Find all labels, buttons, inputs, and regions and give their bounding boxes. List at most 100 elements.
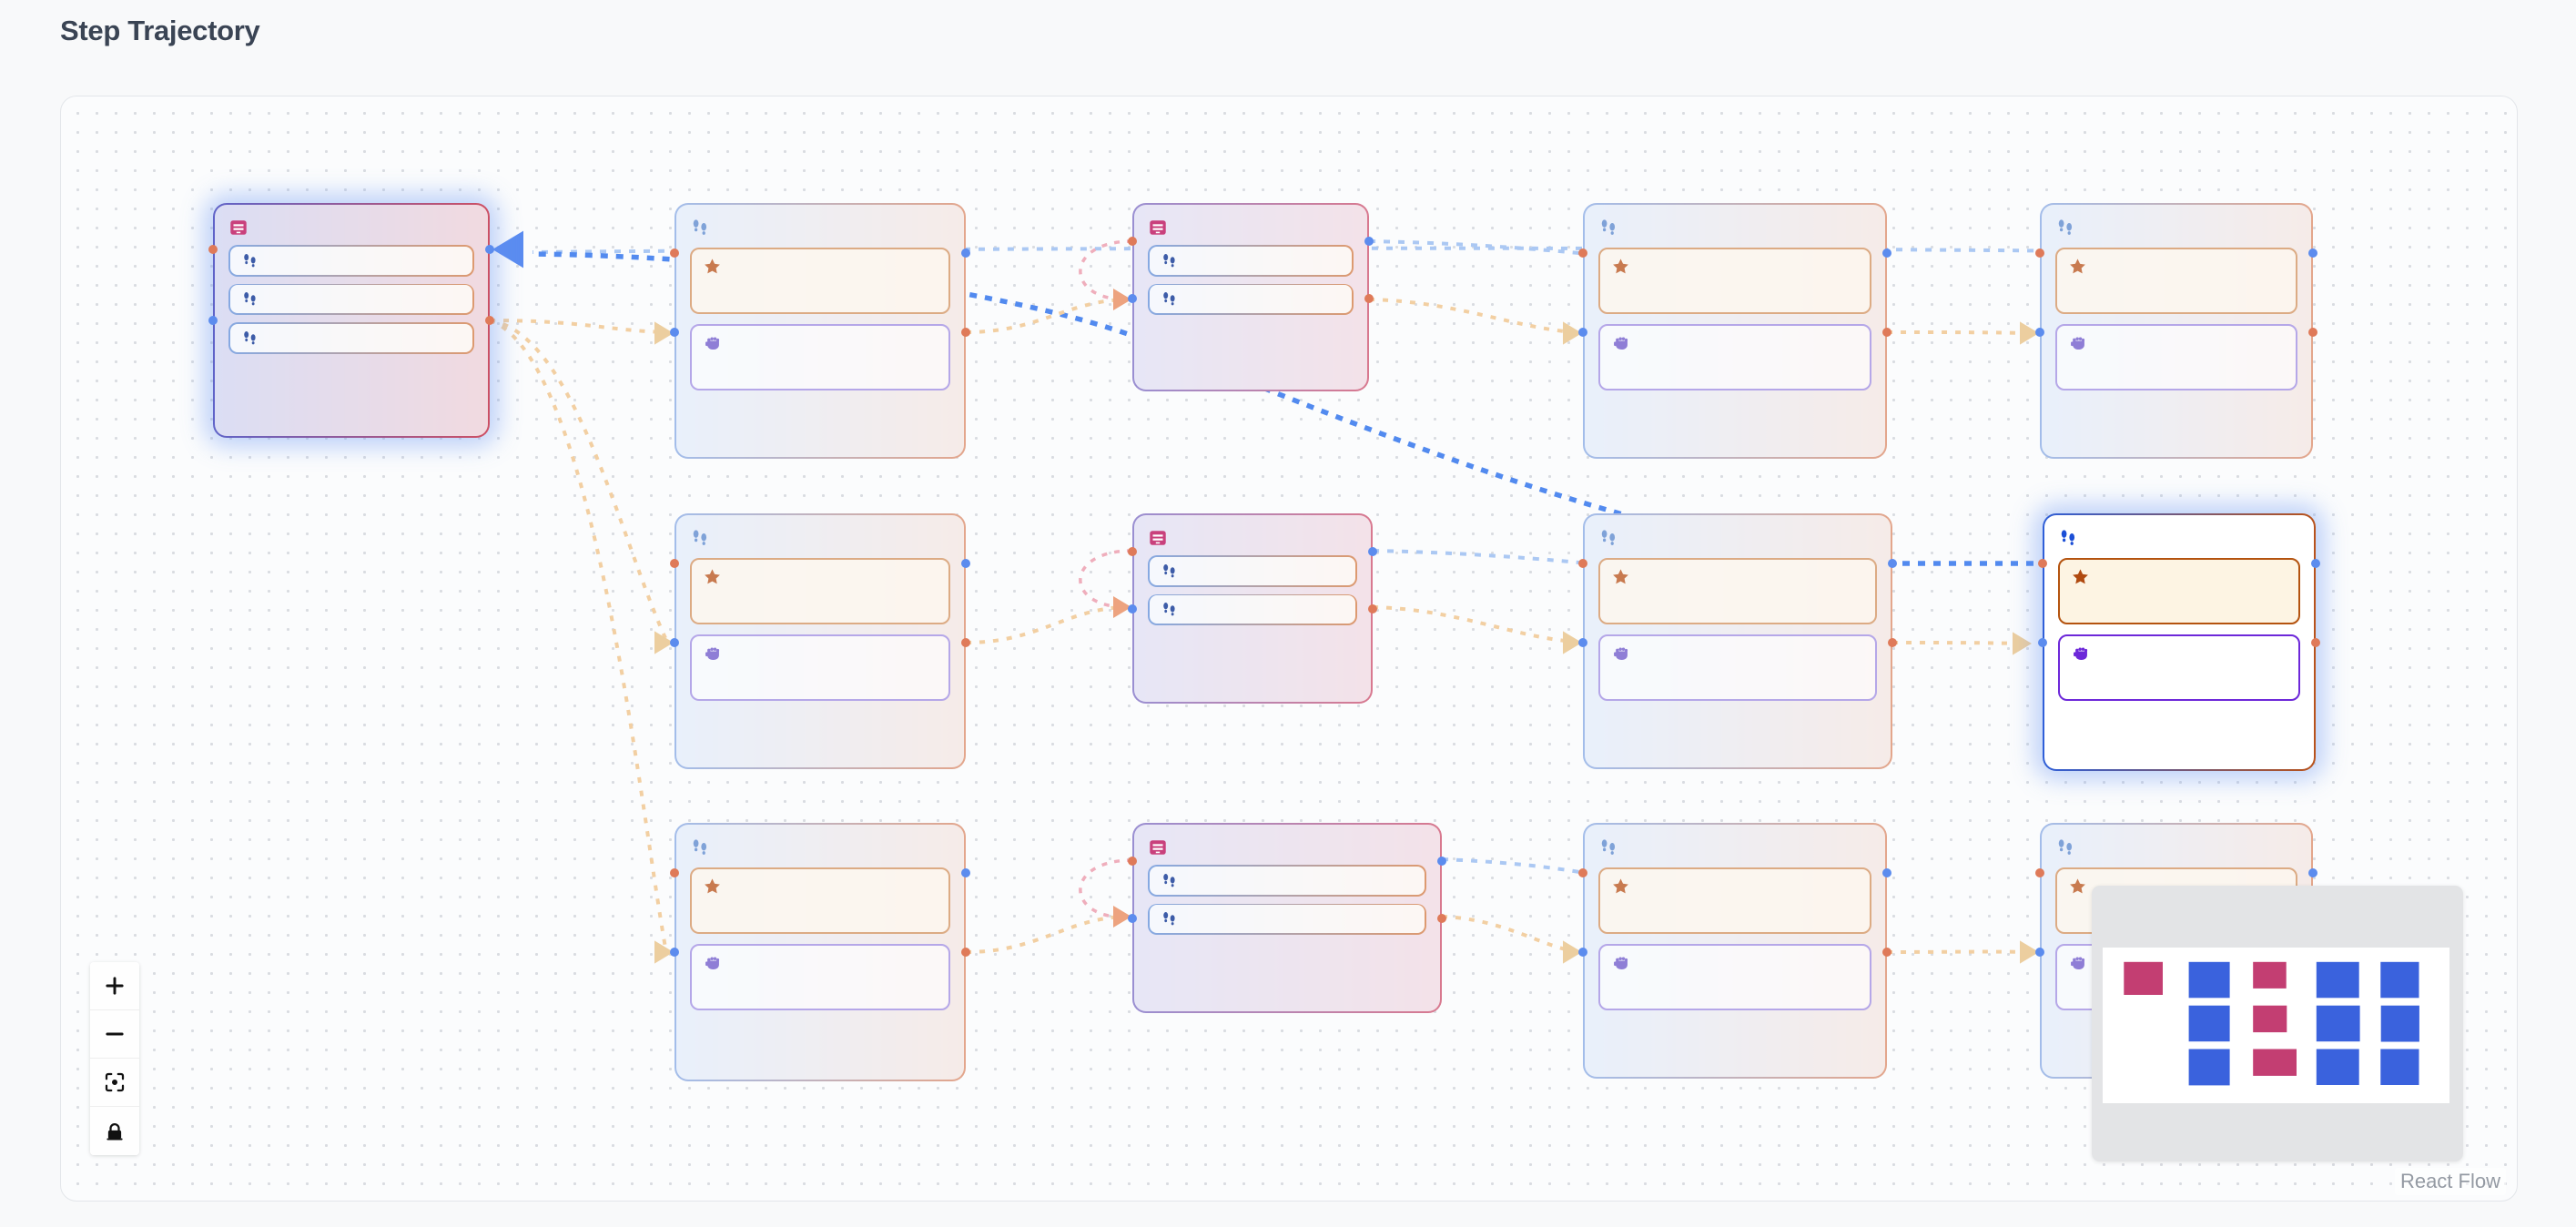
step-node[interactable] [670,823,970,1081]
sub-step-chip[interactable] [1148,903,1426,936]
source-handle[interactable] [1368,547,1377,556]
target-handle[interactable] [961,638,970,647]
hand-fist-icon [1614,647,1628,661]
target-handle[interactable] [1128,857,1137,866]
source-handle[interactable] [2311,559,2320,568]
target-handle[interactable] [1437,914,1446,923]
source-handle[interactable] [1578,638,1587,647]
zoom-in-button[interactable] [90,962,139,1010]
flow-minimap[interactable] [2092,886,2463,1161]
events-box[interactable] [2055,248,2297,314]
source-handle[interactable] [485,245,494,254]
source-handle[interactable] [961,868,970,877]
target-handle[interactable] [1128,237,1137,246]
toggle-interactivity-button[interactable] [90,1107,139,1155]
zoom-out-button[interactable] [90,1010,139,1059]
events-box[interactable] [2058,558,2300,624]
target-handle[interactable] [208,245,218,254]
source-handle[interactable] [1437,857,1446,866]
footprints-icon [1163,603,1175,616]
step-node[interactable] [670,203,970,459]
sub-step-chip[interactable] [1148,555,1357,587]
flow-edge [1441,857,1580,874]
source-handle[interactable] [2038,638,2047,647]
edge-arrowhead [1113,906,1131,928]
grouped-steps-node[interactable] [1128,823,1446,1013]
target-handle[interactable] [1578,868,1587,877]
source-handle[interactable] [670,948,679,957]
grouped-steps-node[interactable] [1128,513,1377,704]
target-handle[interactable] [1882,948,1891,957]
source-handle[interactable] [961,559,970,568]
target-handle[interactable] [1368,604,1377,614]
source-handle[interactable] [1882,248,1891,258]
target-handle[interactable] [2308,328,2317,337]
reactflow-attribution[interactable]: React Flow [2394,1168,2506,1195]
action-summary-box [690,634,950,701]
target-handle[interactable] [1888,638,1897,647]
target-handle[interactable] [1578,248,1587,258]
step-node[interactable] [1578,823,1891,1079]
source-handle[interactable] [1128,914,1137,923]
source-handle[interactable] [2035,948,2044,957]
source-handle[interactable] [1882,868,1891,877]
sub-step-chip[interactable] [1148,245,1354,277]
footprints-icon [1163,912,1175,926]
target-handle[interactable] [1578,559,1587,568]
events-box[interactable] [1598,248,1871,314]
events-box[interactable] [1598,867,1871,934]
sub-step-chip[interactable] [228,283,474,316]
flow-canvas[interactable]: React Flow [60,96,2518,1202]
target-handle[interactable] [485,316,494,325]
sub-step-chip[interactable] [1148,283,1354,316]
target-handle[interactable] [670,559,679,568]
target-handle[interactable] [2035,868,2044,877]
events-box[interactable] [690,558,950,624]
step-node[interactable] [2035,203,2317,459]
node-title [2055,218,2297,238]
sub-step-chip[interactable] [228,245,474,277]
fit-view-button[interactable] [90,1059,139,1107]
source-handle[interactable] [670,638,679,647]
target-handle[interactable] [961,328,970,337]
sub-step-chip[interactable] [228,322,474,354]
target-handle[interactable] [961,948,970,957]
source-handle[interactable] [1578,328,1587,337]
target-handle[interactable] [670,868,679,877]
target-handle[interactable] [1128,547,1137,556]
source-handle[interactable] [1888,559,1897,568]
source-handle[interactable] [1578,948,1587,957]
grouped-steps-node[interactable] [208,203,494,438]
events-box[interactable] [1598,558,1877,624]
star-icon [705,878,720,894]
target-handle[interactable] [2038,559,2047,568]
lock-icon [106,1122,123,1140]
sub-step-chip[interactable] [1148,865,1426,897]
target-handle[interactable] [1882,328,1891,337]
source-handle[interactable] [2308,868,2317,877]
step-node[interactable] [1578,513,1897,769]
target-handle[interactable] [2035,248,2044,258]
source-handle[interactable] [670,328,679,337]
step-node[interactable] [670,513,970,769]
source-handle[interactable] [1128,294,1137,303]
source-handle[interactable] [1128,604,1137,614]
source-handle[interactable] [208,316,218,325]
hand-fist-icon [1614,957,1628,970]
page-title: Step Trajectory [60,15,260,46]
events-box[interactable] [690,248,950,314]
grouped-steps-node[interactable] [1128,203,1374,391]
source-handle[interactable] [2035,328,2044,337]
target-handle[interactable] [2311,638,2320,647]
step-node[interactable] [2038,513,2320,771]
step-node[interactable] [1578,203,1891,459]
star-icon [2073,569,2088,584]
target-handle[interactable] [670,248,679,258]
source-handle[interactable] [1364,237,1374,246]
target-handle[interactable] [1364,294,1374,303]
source-handle[interactable] [961,248,970,258]
sub-step-chip[interactable] [1148,593,1357,626]
grouped-steps-icon [1150,220,1166,235]
source-handle[interactable] [2308,248,2317,258]
events-box[interactable] [690,867,950,934]
